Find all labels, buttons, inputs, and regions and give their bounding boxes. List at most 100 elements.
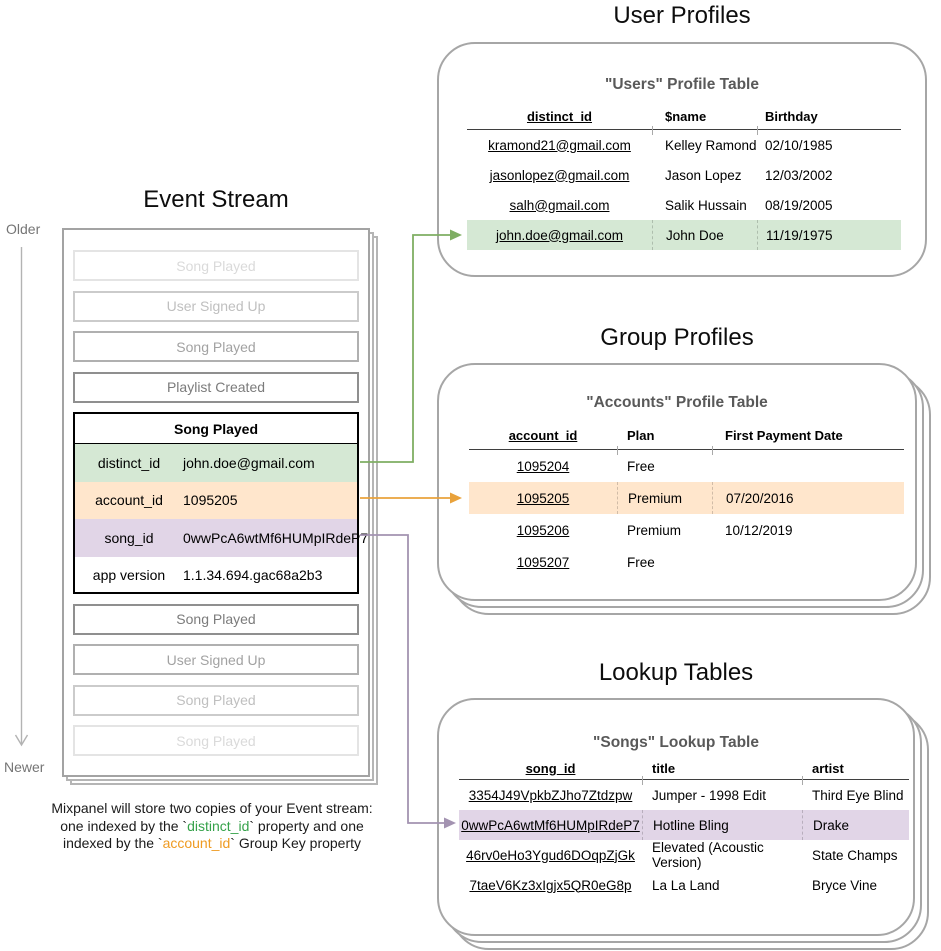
cell-distinct-id: salh@gmail.com <box>509 197 610 213</box>
cell-song-id: 3354J49VpkbZJho7Ztdzpw <box>468 787 633 803</box>
newer-label: Newer <box>4 759 45 775</box>
column-header: distinct_id <box>526 108 592 124</box>
event-item: Song Played <box>73 331 359 362</box>
cell-artist: Bryce Vine <box>812 877 878 893</box>
table-row: 1095206 Premium 10/12/2019 <box>469 514 904 546</box>
header-rule <box>469 446 904 455</box>
header-rule <box>467 126 901 135</box>
event-item: User Signed Up <box>73 644 359 675</box>
column-header: $name <box>665 108 707 124</box>
event-item: Song Played <box>73 250 359 281</box>
property-key: app version <box>92 567 166 584</box>
event-item-label: Playlist Created <box>166 379 266 395</box>
event-item-label: Song Played <box>176 338 256 355</box>
accounts-table-title: "Accounts" Profile Table <box>586 394 768 411</box>
users-profile-card: "Users" Profile Table distinct_id $name … <box>437 42 927 277</box>
cell-first-payment-date: 10/12/2019 <box>725 522 793 538</box>
accounts-table-header: account_id Plan First Payment Date <box>469 422 904 449</box>
caption-line-1: Mixpanel will store two copies of your E… <box>51 800 373 816</box>
cell-name: Salik Hussain <box>665 197 747 213</box>
property-key: song_id <box>104 529 154 546</box>
cell-birthday: 12/03/2002 <box>765 167 833 183</box>
column-header: Plan <box>627 428 655 443</box>
songs-lookup-card: "Songs" Lookup Table song_id title artis… <box>437 698 915 936</box>
cell-name: John Doe <box>652 220 757 250</box>
cell-account-id: 1095205 <box>516 490 570 506</box>
table-row: 7taeV6Kz3xIgjx5QR0eG8p La La Land Bryce … <box>459 870 909 900</box>
event-item: Song Played <box>73 603 359 635</box>
table-row: 1095207 Free <box>469 546 904 578</box>
accounts-table: account_id Plan First Payment Date 10952… <box>469 422 904 578</box>
cell-artist: State Champs <box>812 847 898 863</box>
event-stream-panel: Song Played User Signed Up Song Played P… <box>62 228 370 777</box>
column-header: song_id <box>525 760 576 776</box>
cell-name: Jason Lopez <box>665 167 742 183</box>
column-header: artist <box>812 760 844 776</box>
table-row: jasonlopez@gmail.com Jason Lopez 12/03/2… <box>467 160 901 190</box>
cell-title: Hotline Bling <box>642 810 802 840</box>
property-value: 1095205 <box>183 492 238 509</box>
users-table-header: distinct_id $name Birthday <box>467 103 901 129</box>
table-row: 3354J49VpkbZJho7Ztdzpw Jumper - 1998 Edi… <box>459 780 909 810</box>
songs-table-title: "Songs" Lookup Table <box>593 734 759 751</box>
users-table-title: "Users" Profile Table <box>605 76 759 93</box>
event-property-row: song_id 0wwPcA6wtMf6HUMpIRdeP7 <box>75 519 368 557</box>
cell-account-id: 1095206 <box>516 522 570 538</box>
account-id-keyword: account_id <box>162 835 231 851</box>
cell-title: Elevated (Acoustic Version) <box>652 840 764 870</box>
header-rule <box>459 776 909 785</box>
distinct-id-keyword: distinct_id <box>187 817 250 834</box>
property-value: 0wwPcA6wtMf6HUMpIRdeP7 <box>183 529 369 546</box>
table-row: john.doe@gmail.com John Doe 11/19/1975 <box>467 220 901 250</box>
column-header: title <box>652 760 676 776</box>
user-profiles-title: User Profiles <box>613 2 751 29</box>
cell-distinct-id: john.doe@gmail.com <box>495 227 624 243</box>
table-row: 0wwPcA6wtMf6HUMpIRdeP7 Hotline Bling Dra… <box>459 810 909 840</box>
event-item-label: User Signed Up <box>166 651 266 668</box>
table-row: 46rv0eHo3Ygud6DOqpZjGk Elevated (Acousti… <box>459 840 909 870</box>
footnote-caption: Mixpanel will store two copies of your E… <box>12 800 412 853</box>
cell-birthday: 08/19/2005 <box>765 197 833 213</box>
cell-plan: Premium <box>617 482 712 514</box>
event-item-label: Song Played <box>176 732 256 749</box>
column-header: account_id <box>508 428 578 443</box>
cell-artist: Drake <box>802 810 909 840</box>
column-header: Birthday <box>765 108 818 124</box>
table-row: 1095205 Premium 07/20/2016 <box>469 482 904 514</box>
property-value: john.doe@gmail.com <box>183 454 315 471</box>
cell-distinct-id: jasonlopez@gmail.com <box>489 167 630 183</box>
event-item: Playlist Created <box>73 371 359 403</box>
table-row: salh@gmail.com Salik Hussain 08/19/2005 <box>467 190 901 220</box>
cell-birthday: 11/19/1975 <box>757 220 901 250</box>
cell-plan: Free <box>627 458 655 474</box>
caption-line-3: indexed by the `account_id` Group Key pr… <box>62 835 362 851</box>
cell-name: Kelley Ramond <box>665 137 757 153</box>
accounts-profile-card: "Accounts" Profile Table account_id Plan… <box>437 363 917 601</box>
cell-first-payment-date: 07/20/2016 <box>712 482 904 514</box>
cell-account-id: 1095204 <box>516 458 570 474</box>
cell-song-id: 0wwPcA6wtMf6HUMpIRdeP7 <box>461 817 640 833</box>
event-item: User Signed Up <box>73 290 359 322</box>
cell-distinct-id: kramond21@gmail.com <box>488 137 631 153</box>
event-item-label: Song Played <box>176 257 256 274</box>
cell-title: La La Land <box>652 877 720 893</box>
songs-table: song_id title artist 3354J49VpkbZJho7Ztd… <box>459 757 909 900</box>
timeline-arrow <box>14 247 29 747</box>
event-item: Song Played <box>73 684 359 716</box>
event-stream-title: Event Stream <box>143 186 289 213</box>
expanded-event-card: Song Played distinct_id john.doe@gmail.c… <box>73 412 368 595</box>
event-property-row: account_id 1095205 <box>75 481 357 519</box>
expanded-event-name: Song Played <box>75 414 357 444</box>
caption-line-2: one indexed by the `distinct_id` propert… <box>60 817 364 834</box>
group-profiles-title: Group Profiles <box>600 324 754 351</box>
event-property-row: app version 1.1.34.694.gac68a2b3 <box>75 557 357 595</box>
songs-table-header: song_id title artist <box>459 757 909 779</box>
property-key: account_id <box>95 492 163 509</box>
table-row: 1095204 Free <box>469 450 904 482</box>
event-item-label: Song Played <box>176 611 256 627</box>
cell-account-id: 1095207 <box>516 554 570 570</box>
cell-song-id: 46rv0eHo3Ygud6DOqpZjGk <box>466 847 635 863</box>
users-table: distinct_id $name Birthday kramond21@gma… <box>467 103 901 250</box>
cell-artist: Third Eye Blind <box>812 787 904 803</box>
